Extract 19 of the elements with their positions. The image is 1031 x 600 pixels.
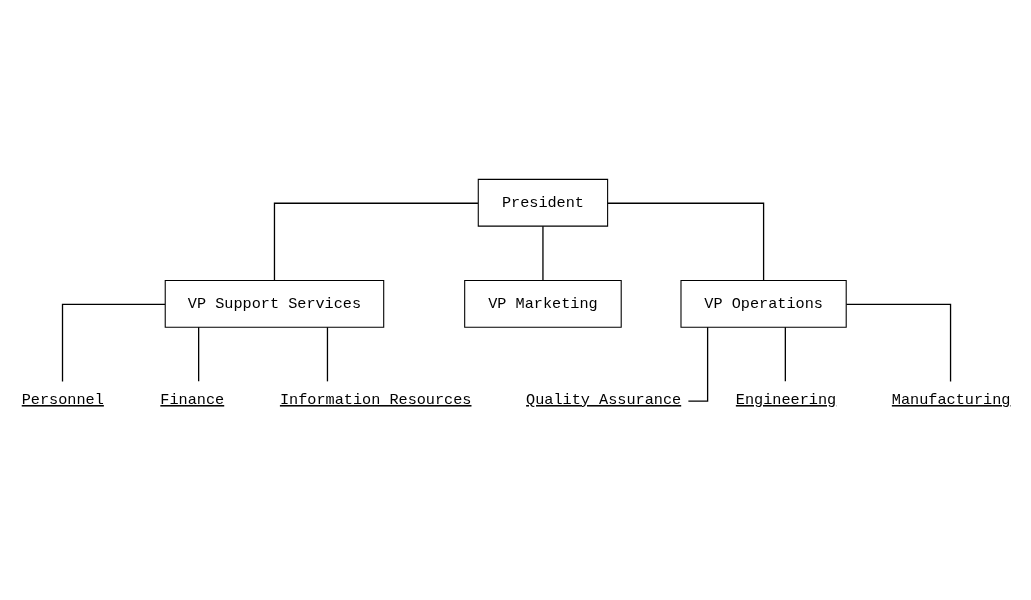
connector	[607, 202, 765, 281]
node-text: Information Resources	[279, 391, 472, 410]
node-text: Quality Assurance	[526, 391, 682, 410]
node-box: VP Operations	[680, 279, 847, 328]
node-box: VP Support Services	[164, 279, 385, 328]
connector	[61, 303, 166, 383]
node-box: VP Marketing	[464, 279, 622, 328]
connector	[273, 202, 479, 281]
connector	[542, 225, 544, 281]
node-box: President	[477, 178, 609, 227]
connector	[198, 326, 200, 382]
node-text: Engineering	[735, 391, 837, 410]
connector	[326, 326, 329, 382]
node-text: Personnel	[21, 391, 104, 410]
node-text: Manufacturing	[891, 391, 1011, 410]
connector	[784, 326, 786, 382]
connector	[845, 303, 952, 383]
connector	[687, 326, 709, 402]
node-text: Finance	[160, 391, 225, 410]
